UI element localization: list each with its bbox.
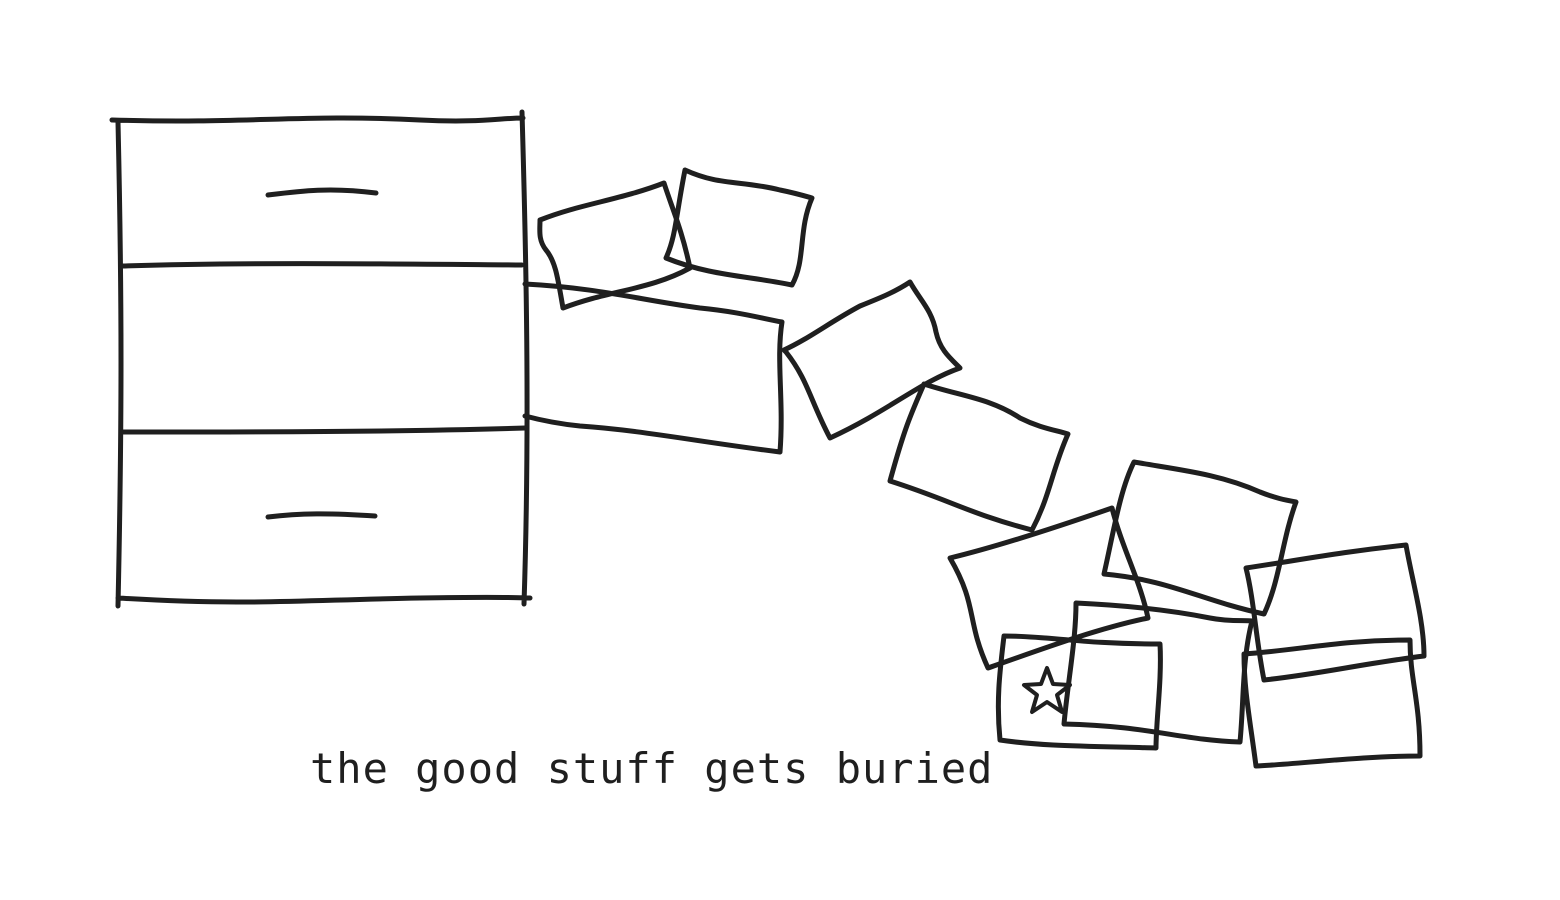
paper-sheet: [1101, 459, 1299, 617]
drawer-divider-top: [119, 261, 525, 269]
open-drawer: [522, 281, 785, 455]
paper-sheet: [887, 381, 1071, 533]
drawer-handle-bottom: [265, 511, 378, 520]
paper-sheet: [1241, 637, 1423, 769]
drawer-divider-bottom: [119, 425, 528, 435]
star-icon: [1022, 666, 1072, 714]
caption: the good stuff gets buried: [310, 744, 994, 793]
paper-sheet: [995, 633, 1163, 751]
paper-sheet: [1061, 600, 1255, 745]
paper-sheet: [947, 505, 1151, 671]
paper-sheet: [537, 180, 693, 311]
cabinet-outline: [109, 109, 533, 609]
paper-sheet: [663, 167, 815, 288]
paper-pile: [537, 167, 1427, 769]
paper-sheet: [1243, 542, 1427, 683]
filing-cabinet: [109, 109, 533, 609]
drawer-handle-top: [265, 187, 379, 198]
paper-sheet: [781, 279, 963, 441]
